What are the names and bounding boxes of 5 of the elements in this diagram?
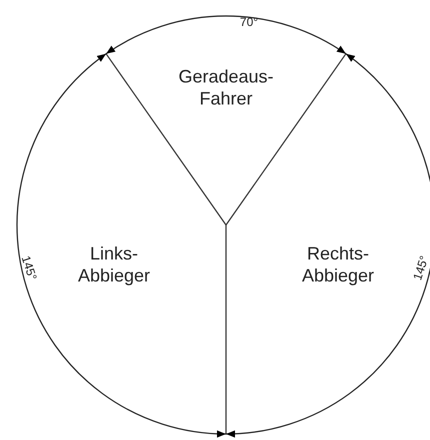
sector-label: Rechts- Abbieger [302,243,374,287]
angle-label: 145° [410,254,430,282]
sector-label: Links- Abbieger [78,243,150,287]
sector-label: Geradeaus- Fahrer [178,66,274,110]
angle-label: 145° [18,254,40,282]
